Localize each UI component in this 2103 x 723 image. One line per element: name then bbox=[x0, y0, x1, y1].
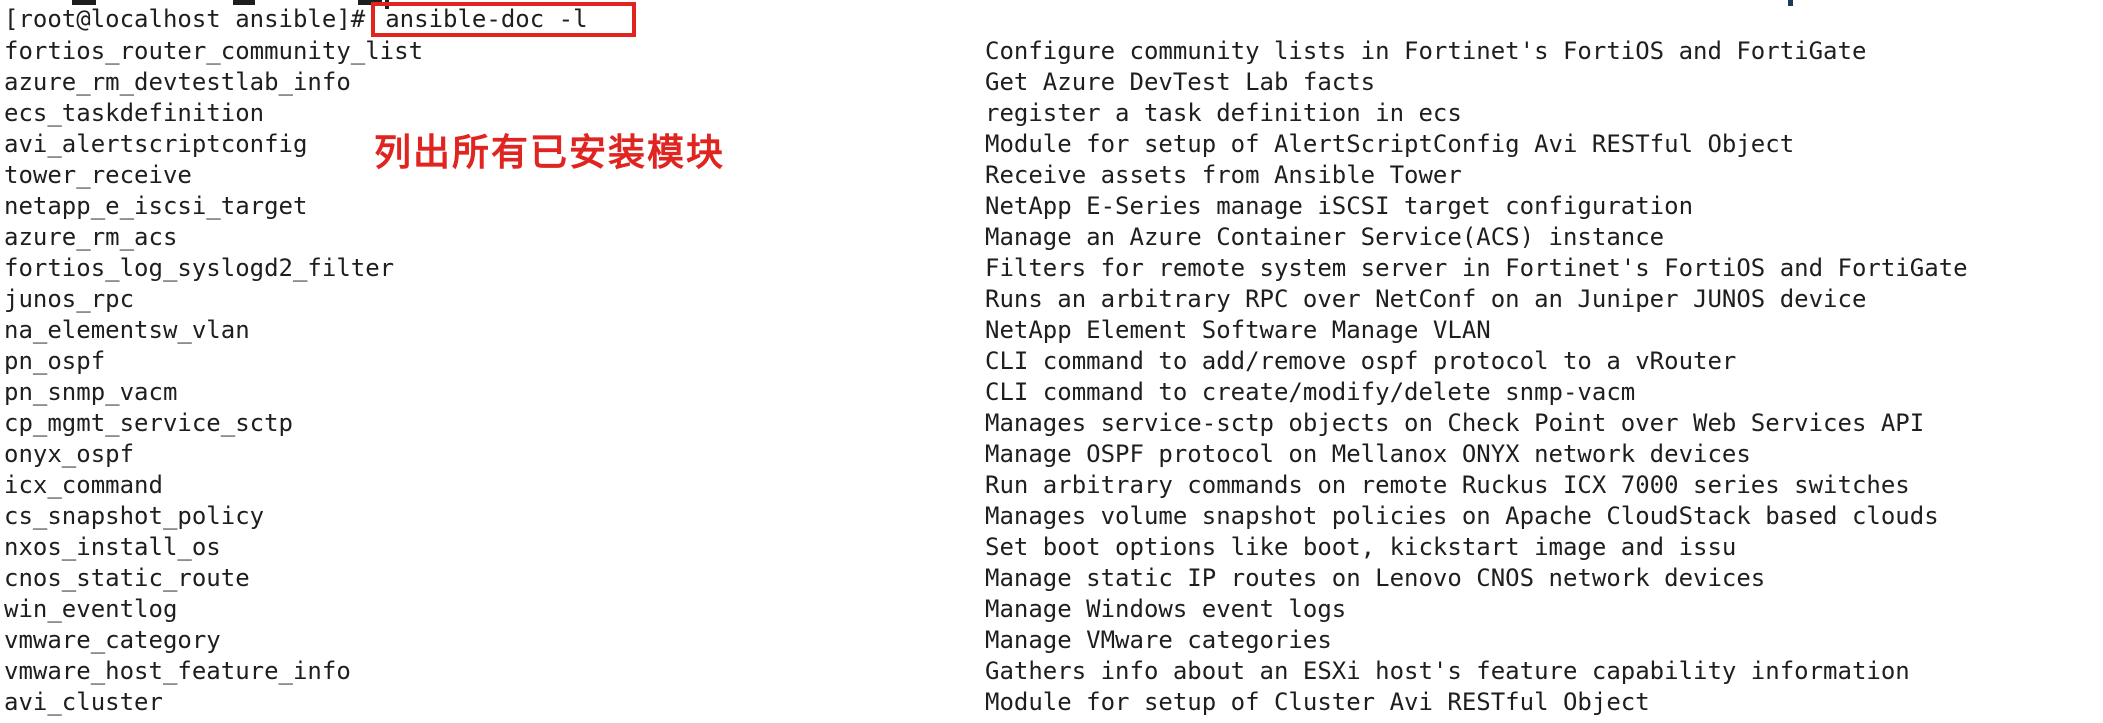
module-name-cell: vmware_host_feature_info bbox=[4, 657, 351, 685]
module-row: ecs_taskdefinition register a task defini… bbox=[4, 98, 2103, 129]
module-row: cs_snapshot_policy Manages volume snapsho… bbox=[4, 501, 2103, 532]
module-name-cell: na_elementsw_vlan bbox=[4, 316, 250, 344]
module-name-cell: cp_mgmt_service_sctp bbox=[4, 409, 293, 437]
module-desc-cell: Receive assets from Ansible Tower bbox=[985, 161, 1462, 189]
module-row: nxos_install_os Set boot options like boo… bbox=[4, 532, 2103, 563]
module-desc-cell: Manages service-sctp objects on Check Po… bbox=[985, 409, 1925, 437]
module-row: win_eventlog Manage Windows event logs bbox=[4, 594, 2103, 625]
module-row: onyx_ospf Manage OSPF protocol on Mellano… bbox=[4, 439, 2103, 470]
clipped-line-fragment bbox=[358, 0, 382, 5]
module-desc-cell: register a task definition in ecs bbox=[985, 99, 1462, 127]
module-row: pn_snmp_vacm CLI command to create/modify… bbox=[4, 377, 2103, 408]
module-desc-cell: NetApp Element Software Manage VLAN bbox=[985, 316, 1491, 344]
module-row: fortios_router_community_list Configure c… bbox=[4, 36, 2103, 67]
module-row: cnos_static_route Manage static IP routes… bbox=[4, 563, 2103, 594]
module-name-cell: pn_snmp_vacm bbox=[4, 378, 178, 406]
module-name-cell: tower_receive bbox=[4, 161, 192, 189]
module-row: na_elementsw_vlan NetApp Element Software… bbox=[4, 315, 2103, 346]
module-row: junos_rpc Runs an arbitrary RPC over NetC… bbox=[4, 284, 2103, 315]
module-name-cell: win_eventlog bbox=[4, 595, 178, 623]
module-row: azure_rm_devtestlab_info Get Azure DevTes… bbox=[4, 67, 2103, 98]
module-row: pn_ospf CLI command to add/remove ospf pr… bbox=[4, 346, 2103, 377]
module-desc-cell: Module for setup of Cluster Avi RESTful … bbox=[985, 688, 1650, 716]
clipped-line-fragment bbox=[233, 0, 255, 5]
module-desc-cell: CLI command to add/remove ospf protocol … bbox=[985, 347, 1737, 375]
module-desc-cell: Get Azure DevTest Lab facts bbox=[985, 68, 1376, 96]
module-name-cell: avi_alertscriptconfig bbox=[4, 130, 308, 158]
module-desc-cell: Manage static IP routes on Lenovo CNOS n… bbox=[985, 564, 1766, 592]
module-name-cell: azure_rm_devtestlab_info bbox=[4, 68, 351, 96]
module-desc-cell: NetApp E-Series manage iSCSI target conf… bbox=[985, 192, 1694, 220]
module-row: vmware_host_feature_info Gathers info abo… bbox=[4, 656, 2103, 687]
module-name-cell: onyx_ospf bbox=[4, 440, 135, 468]
module-name-cell: nxos_install_os bbox=[4, 533, 221, 561]
clipped-line-fragment bbox=[1788, 0, 1793, 6]
module-row: icx_command Run arbitrary commands on rem… bbox=[4, 470, 2103, 501]
shell-command: ansible-doc -l bbox=[385, 4, 588, 33]
shell-prompt: [root@localhost ansible]# bbox=[4, 5, 366, 33]
module-row: vmware_category Manage VMware categories bbox=[4, 625, 2103, 656]
module-name-cell: pn_ospf bbox=[4, 347, 106, 375]
module-desc-cell: Set boot options like boot, kickstart im… bbox=[985, 533, 1737, 561]
module-row: azure_rm_acs Manage an Azure Container Se… bbox=[4, 222, 2103, 253]
module-name-cell: fortios_log_syslogd2_filter bbox=[4, 254, 395, 282]
module-desc-cell: Manage Windows event logs bbox=[985, 595, 1347, 623]
module-name-cell: junos_rpc bbox=[4, 285, 135, 313]
module-row: netapp_e_iscsi_target NetApp E-Series man… bbox=[4, 191, 2103, 222]
module-desc-cell: Manage an Azure Container Service(ACS) i… bbox=[985, 223, 1665, 251]
module-desc-cell: Manage OSPF protocol on Mellanox ONYX ne… bbox=[985, 440, 1751, 468]
module-desc-cell: Configure community lists in Fortinet's … bbox=[985, 37, 1867, 65]
module-name-cell: icx_command bbox=[4, 471, 163, 499]
module-name-cell: netapp_e_iscsi_target bbox=[4, 192, 308, 220]
module-row: fortios_log_syslogd2_filter Filters for r… bbox=[4, 253, 2103, 284]
command-highlight-box: ansible-doc -l bbox=[371, 1, 636, 37]
module-desc-cell: Manages volume snapshot policies on Apac… bbox=[985, 502, 1939, 530]
module-desc-cell: Gathers info about an ESXi host's featur… bbox=[985, 657, 1910, 685]
module-desc-cell: Manage VMware categories bbox=[985, 626, 1332, 654]
module-name-cell: avi_cluster bbox=[4, 688, 163, 716]
module-list: fortios_router_community_list Configure c… bbox=[4, 36, 2103, 718]
clipped-line-fragment bbox=[72, 0, 96, 5]
module-desc-cell: Filters for remote system server in Fort… bbox=[985, 254, 1968, 282]
shell-prompt-line: [root@localhost ansible]# ansible-doc -l bbox=[4, 1, 636, 37]
module-name-cell: fortios_router_community_list bbox=[4, 37, 424, 65]
module-name-cell: vmware_category bbox=[4, 626, 221, 654]
module-row: cp_mgmt_service_sctp Manages service-sctp… bbox=[4, 408, 2103, 439]
module-row: avi_cluster Module for setup of Cluster A… bbox=[4, 687, 2103, 718]
annotation-text: 列出所有已安装模块 bbox=[374, 131, 725, 174]
module-name-cell: ecs_taskdefinition bbox=[4, 99, 265, 127]
module-name-cell: cs_snapshot_policy bbox=[4, 502, 265, 530]
module-desc-cell: Run arbitrary commands on remote Ruckus … bbox=[985, 471, 1910, 499]
module-desc-cell: CLI command to create/modify/delete snmp… bbox=[985, 378, 1636, 406]
module-name-cell: azure_rm_acs bbox=[4, 223, 178, 251]
module-row: tower_receive Receive assets from Ansible… bbox=[4, 160, 2103, 191]
module-row: avi_alertscriptconfig Module for setup of… bbox=[4, 129, 2103, 160]
module-desc-cell: Runs an arbitrary RPC over NetConf on an… bbox=[985, 285, 1867, 313]
module-name-cell: cnos_static_route bbox=[4, 564, 250, 592]
module-desc-cell: Module for setup of AlertScriptConfig Av… bbox=[985, 130, 1795, 158]
